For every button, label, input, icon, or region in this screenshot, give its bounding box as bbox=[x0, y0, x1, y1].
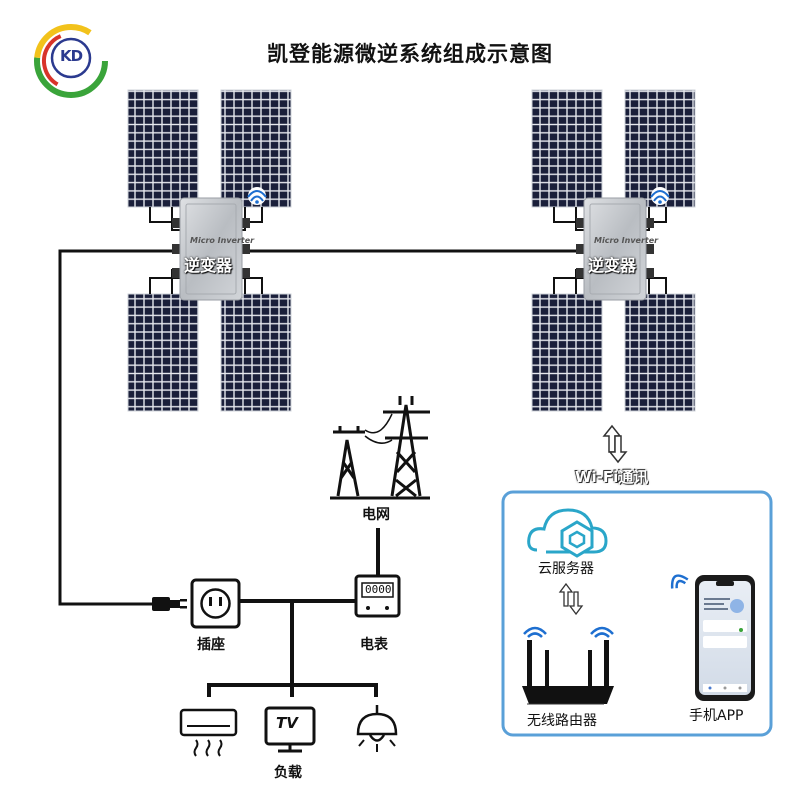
load-label: 负载 bbox=[274, 765, 302, 781]
air-conditioner-icon bbox=[179, 708, 238, 757]
tv-icon bbox=[264, 706, 316, 753]
phone-icon bbox=[670, 574, 755, 701]
router-icon bbox=[522, 626, 614, 705]
inverter-brand-label: Micro Inverter bbox=[190, 236, 255, 245]
wifi-icon bbox=[650, 187, 670, 205]
meter-display: 0000 bbox=[365, 583, 392, 596]
ac-bus-wires bbox=[58, 249, 584, 606]
plug-icon bbox=[152, 597, 187, 611]
power-tower-icon bbox=[330, 396, 430, 500]
solar-panel bbox=[127, 89, 199, 208]
socket-icon bbox=[190, 578, 241, 629]
kd-logo bbox=[34, 24, 108, 98]
micro-inverter-left bbox=[172, 197, 250, 301]
cloud-server-icon bbox=[527, 508, 608, 558]
tv-text: TV bbox=[276, 714, 298, 732]
wifi-comm-label: Wi-Fi通讯 bbox=[575, 468, 649, 486]
meter-label: 电表 bbox=[360, 637, 388, 653]
solar-panel bbox=[127, 293, 199, 412]
cloud-server-label: 云服务器 bbox=[538, 561, 594, 577]
wifi-link-arrows-icon bbox=[602, 424, 628, 464]
router-label: 无线路由器 bbox=[527, 713, 597, 729]
lamp-icon bbox=[356, 705, 398, 752]
inverter-label-left: 逆变器 bbox=[184, 256, 233, 275]
solar-panel bbox=[531, 293, 603, 412]
phone-app-label: 手机APP bbox=[689, 708, 744, 724]
inverter-brand-label: Micro Inverter bbox=[594, 236, 659, 245]
solar-panel bbox=[531, 89, 603, 208]
solar-panel bbox=[624, 293, 696, 412]
load-wires bbox=[207, 599, 378, 697]
logo-text: KD bbox=[60, 47, 83, 65]
grid-label: 电网 bbox=[362, 507, 390, 523]
solar-panel bbox=[220, 293, 292, 412]
socket-label: 插座 bbox=[197, 637, 225, 653]
sync-arrows-icon bbox=[558, 582, 584, 616]
micro-inverter-right bbox=[576, 197, 654, 301]
solar-array-right bbox=[531, 89, 696, 412]
page-title: 凯登能源微逆系统组成示意图 bbox=[267, 42, 553, 66]
inverter-label-right: 逆变器 bbox=[588, 256, 637, 275]
electric-meter-icon bbox=[354, 574, 401, 618]
wifi-icon bbox=[247, 187, 267, 205]
